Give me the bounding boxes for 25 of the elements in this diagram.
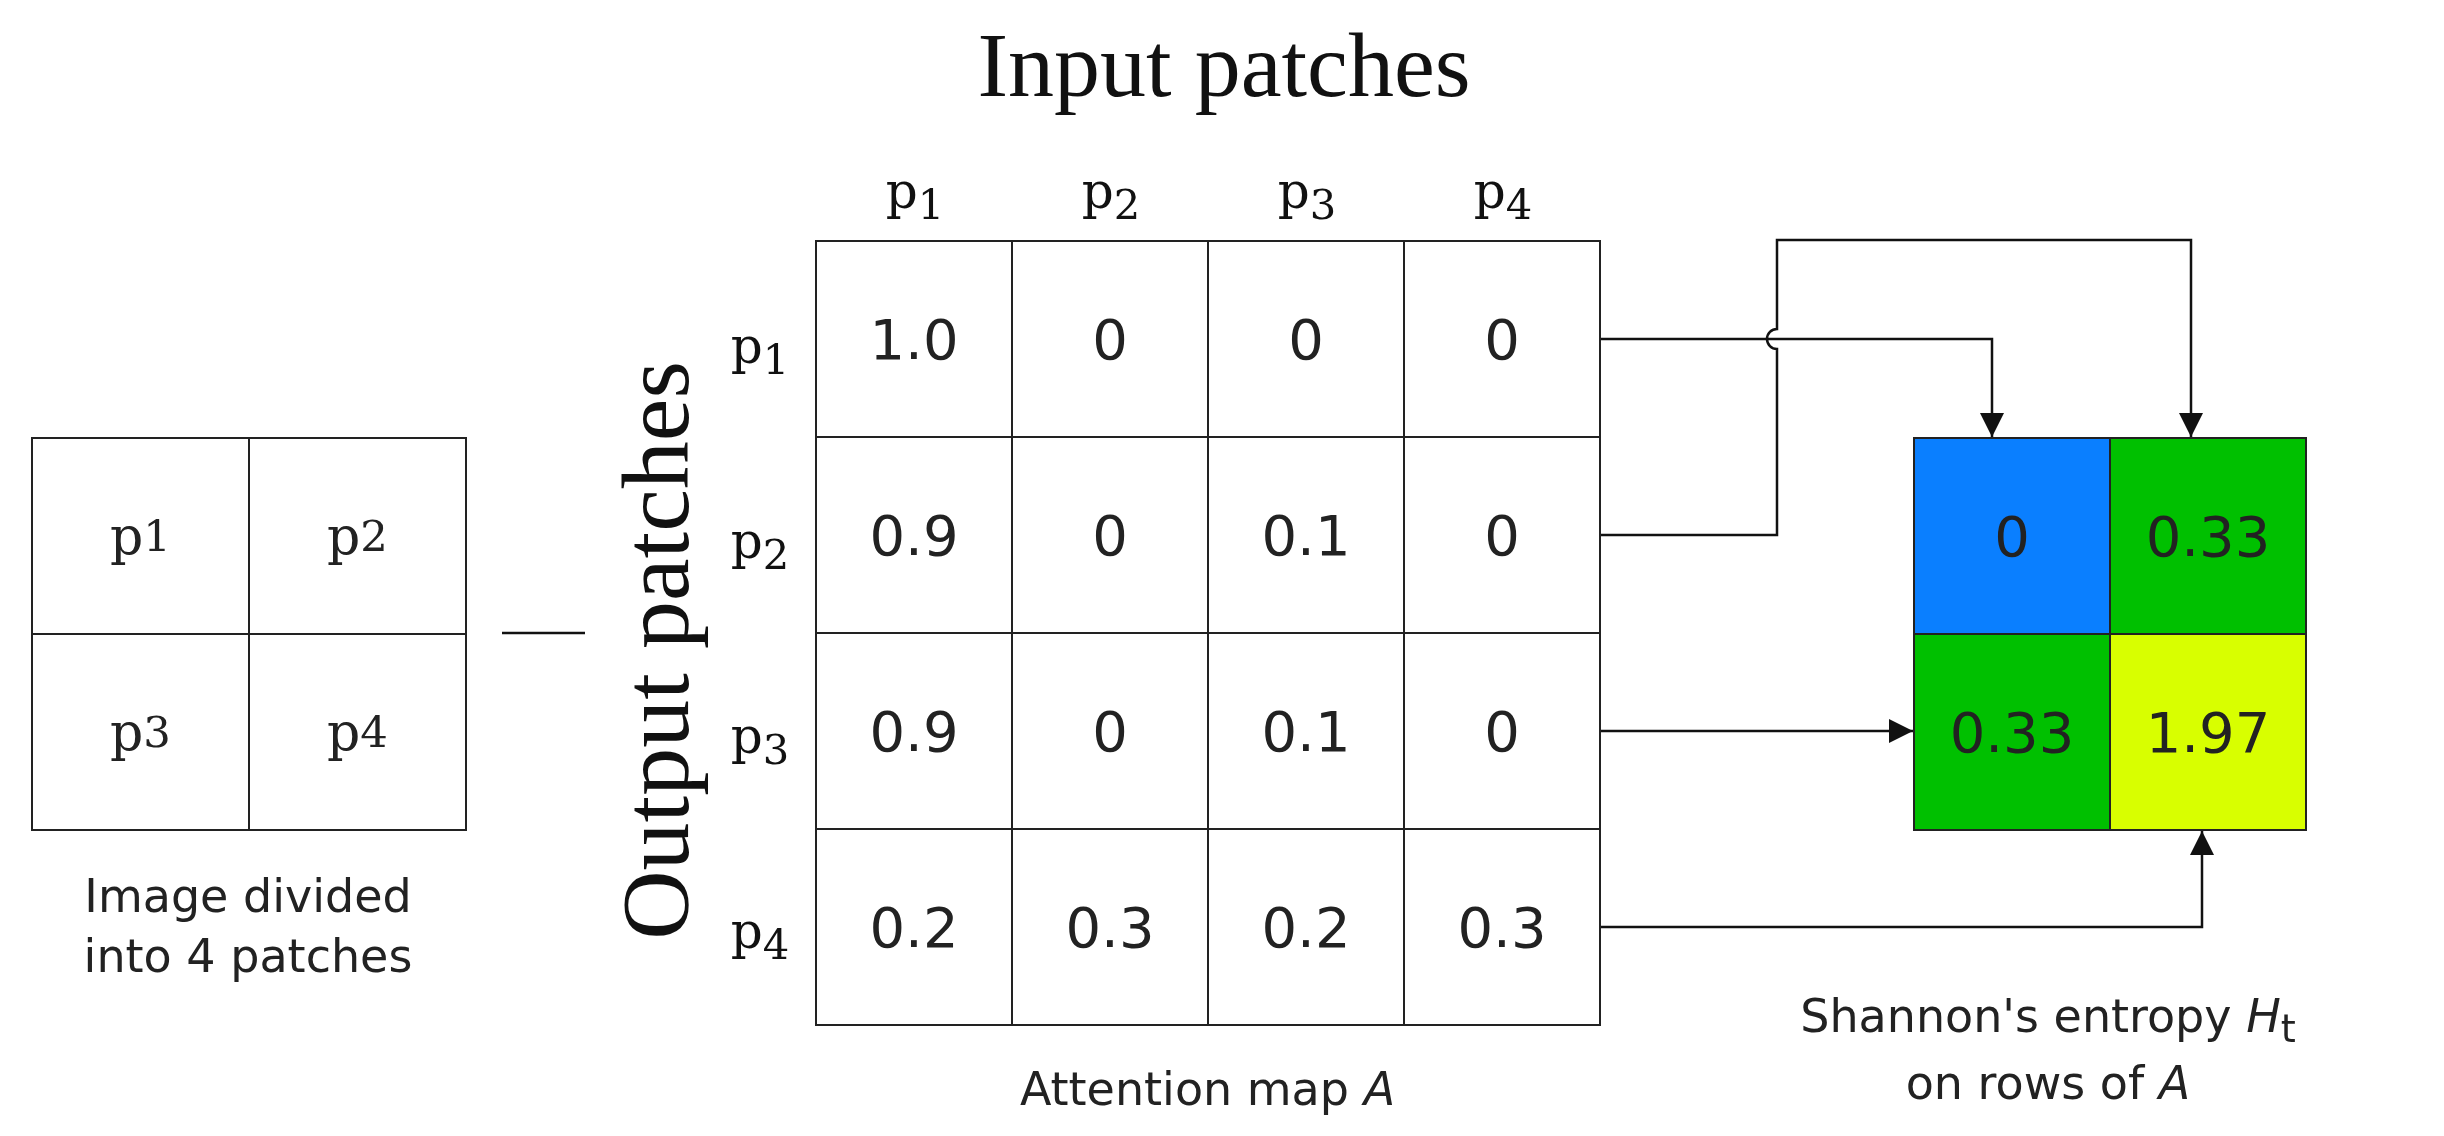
matrix-cell: 1.0 — [815, 240, 1013, 438]
matrix-cell: 0.3 — [1403, 828, 1601, 1026]
arrow — [1601, 831, 2214, 929]
node-label: Image divided into 4 patches — [82, 868, 414, 985]
matrix-cell: 0 — [1403, 240, 1601, 438]
column-header: p$_{1}$ — [885, 161, 945, 229]
node-label: Shannon's entropy H$_{t}$ on rows of A — [1799, 988, 2297, 1112]
row-header: p$_{2}$ — [730, 511, 790, 579]
arrow — [1601, 719, 1913, 743]
node-label: Attention map A — [1018, 1061, 1397, 1118]
row-header: p$_{1}$ — [730, 316, 790, 384]
row-header: p$_{4}$ — [730, 901, 790, 969]
matrix-cell: 0 — [1913, 437, 2111, 635]
axis-title: Output patches — [600, 360, 710, 940]
axis-title: Input patches — [977, 13, 1471, 118]
row-header: p$_{3}$ — [730, 706, 790, 774]
column-header: p$_{2}$ — [1081, 161, 1141, 229]
arrow — [1601, 337, 2004, 437]
matrix-cell: 0.2 — [815, 828, 1013, 1026]
matrix-cell: 0.33 — [2109, 437, 2307, 635]
matrix-cell: 0.33 — [1913, 633, 2111, 831]
column-header: p$_{4}$ — [1473, 161, 1533, 229]
column-header: p$_{3}$ — [1277, 161, 1337, 229]
matrix-cell: 1.97 — [2109, 633, 2307, 831]
arrow — [1601, 238, 2203, 537]
